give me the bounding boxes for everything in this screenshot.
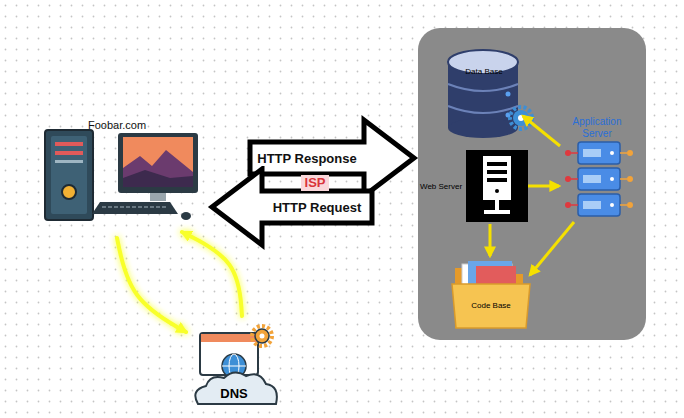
database-bottom [448,118,518,138]
dns-cloud [195,372,277,404]
web-server: Web Server [418,148,528,224]
server-drive [583,149,601,157]
server-wire [620,178,627,180]
server-slot [487,178,507,182]
tower-slot [55,160,83,163]
server-base [484,210,510,214]
tower-slot [55,151,83,155]
dns-server: DNS [190,320,278,410]
server-led [610,177,614,181]
server-led [495,189,499,193]
dns-query-arrow [117,238,186,332]
server-drive [583,175,601,183]
server-slot [487,170,507,174]
server-port [565,176,571,182]
server-drive [583,201,601,209]
database-band [448,84,518,91]
request-arrow [212,169,372,245]
database: Data Base [446,48,522,134]
monitor-frame [118,133,198,193]
server-wire [571,204,578,206]
server-unit [578,194,620,216]
server-wire [571,152,578,154]
node-text: Foobar.com [88,119,146,131]
gear-teeth [252,326,272,346]
flow-arrow [523,116,560,146]
monitor-stand [150,193,166,201]
application-server: Application Server [560,112,634,222]
network-label: ISP [301,175,330,191]
screen-mountains [123,150,193,187]
tower-case [45,130,93,220]
server-tower [483,156,511,200]
gear-teeth [510,107,532,129]
server-unit [578,168,620,190]
screen-hills [123,170,193,187]
database-led [506,92,511,97]
server-port [627,202,633,208]
server-wire [620,204,627,206]
server-wire [620,152,627,154]
gear-hole [260,334,265,339]
server-port [565,202,571,208]
response-arrow [250,120,414,196]
flow-arrow [528,185,559,188]
web-server-frame [466,150,528,222]
folder-front [452,284,530,328]
node-text: Application Server [560,116,634,139]
flow-arrow [530,222,574,275]
keyboard-keys [102,206,168,208]
edge-label: HTTP Request [271,200,364,215]
server-slot [487,162,507,166]
node-text: Web Server [420,182,462,191]
server-port [565,150,571,156]
node-text: Data Base [465,67,502,76]
globe-equator [222,366,246,367]
server-led [610,203,614,207]
server-stand [495,200,499,210]
server-port [627,150,633,156]
tower-slot [55,142,83,146]
database-band [448,106,518,113]
node-text: Code Base [471,301,511,310]
server-port [627,176,633,182]
edge-label: HTTP Response [255,151,358,166]
mouse [181,212,191,220]
flow-arrow [489,224,492,256]
client-computer: Foobar.com [42,112,204,228]
server-wire [571,178,578,180]
keyboard [92,202,178,214]
server-panel [418,28,646,340]
server-unit [578,142,620,164]
gear [255,329,269,343]
server-led [610,151,614,155]
code-base: Code Base [452,256,530,332]
dns-window-bar [201,334,257,342]
dns-reply-arrow [182,232,242,316]
node-text: DNS [220,386,247,401]
tower-front [51,136,87,214]
power-button [62,185,76,199]
monitor-screen [123,137,193,187]
